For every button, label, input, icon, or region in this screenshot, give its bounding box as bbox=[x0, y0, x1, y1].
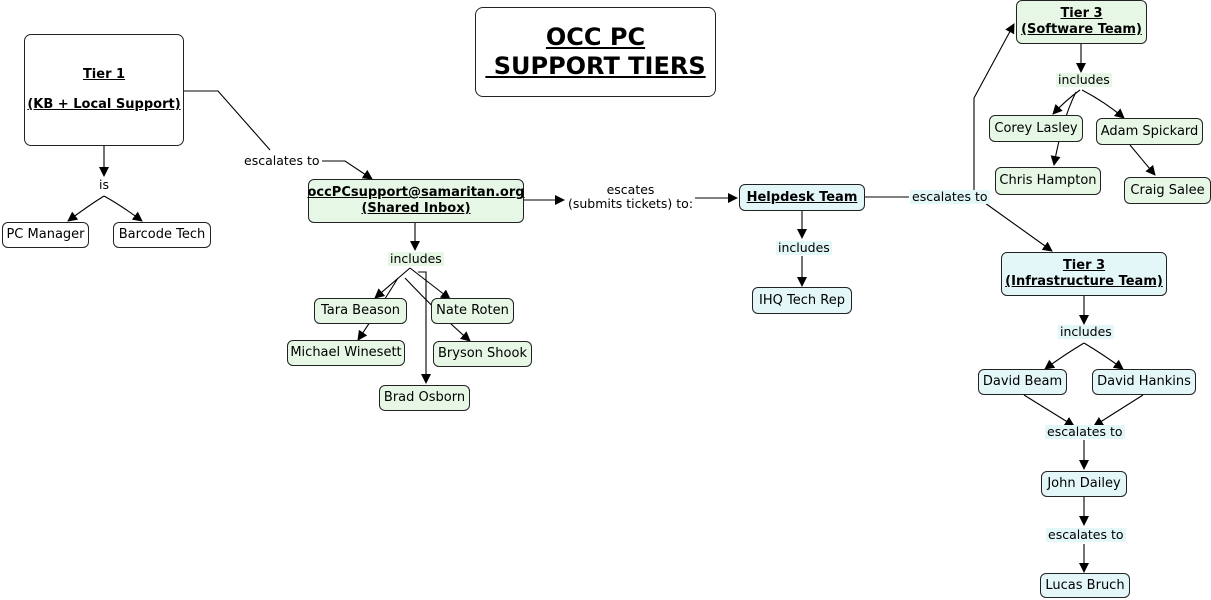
node-nate-roten[interactable]: Nate Roten bbox=[431, 298, 514, 324]
node-adam-spickard[interactable]: Adam Spickard bbox=[1096, 118, 1203, 145]
node-bryson-shook[interactable]: Bryson Shook bbox=[433, 341, 532, 367]
node-craig-salee[interactable]: Craig Salee bbox=[1124, 177, 1211, 204]
shared-inbox-email: occPCsupport@samaritan.org bbox=[307, 185, 525, 200]
tier3-software-node[interactable]: Tier 3 (Software Team) bbox=[1016, 0, 1147, 44]
node-corey-lasley[interactable]: Corey Lasley bbox=[989, 115, 1083, 142]
helpdesk-node[interactable]: Helpdesk Team bbox=[739, 184, 865, 211]
edge-is-pc-manager bbox=[67, 195, 105, 222]
node-david-beam[interactable]: David Beam bbox=[978, 369, 1067, 395]
diagram-title: OCC PC SUPPORT TIERS bbox=[475, 7, 716, 97]
tier1-title: Tier 1 bbox=[82, 67, 126, 82]
node-barcode-tech[interactable]: Barcode Tech bbox=[113, 222, 211, 248]
node-michael-winesett[interactable]: Michael Winesett bbox=[287, 340, 405, 366]
label-helpdesk-escalates: escalates to bbox=[910, 189, 990, 204]
label-helpdesk-includes: includes bbox=[776, 240, 832, 255]
edge-is-barcode-tech bbox=[103, 195, 143, 222]
tier1-node[interactable]: Tier 1 (KB + Local Support) bbox=[24, 34, 184, 146]
label-software-includes: includes bbox=[1056, 72, 1112, 87]
label-infra-escalates-1: escalates to bbox=[1045, 424, 1125, 439]
node-chris-hampton[interactable]: Chris Hampton bbox=[995, 167, 1101, 195]
edge-escalates-inbox bbox=[318, 160, 373, 180]
node-tara-beason[interactable]: Tara Beason bbox=[314, 298, 407, 324]
label-infra-escalates-2: escalates to bbox=[1046, 527, 1126, 542]
label-escates: escates (submits tickets) to: bbox=[566, 182, 696, 211]
label-is: is bbox=[97, 177, 111, 192]
edge-tier1-escalates bbox=[184, 90, 271, 151]
node-john-dailey[interactable]: John Dailey bbox=[1041, 471, 1127, 497]
title-line2: SUPPORT TIERS bbox=[485, 52, 706, 80]
title-line1: OCC PC bbox=[545, 23, 646, 51]
tier1-subtitle: (KB + Local Support) bbox=[27, 97, 181, 112]
shared-inbox-subtitle: (Shared Inbox) bbox=[361, 201, 471, 216]
label-infra-includes: includes bbox=[1058, 324, 1114, 339]
label-tier1-escalates: escalates to bbox=[242, 153, 322, 168]
node-brad-osborn[interactable]: Brad Osborn bbox=[379, 385, 470, 411]
shared-inbox-node[interactable]: occPCsupport@samaritan.org (Shared Inbox… bbox=[307, 179, 525, 223]
node-ihq-tech-rep[interactable]: IHQ Tech Rep bbox=[752, 287, 852, 314]
label-inbox-includes: includes bbox=[388, 251, 444, 266]
node-pc-manager[interactable]: PC Manager bbox=[2, 222, 89, 248]
node-david-hankins[interactable]: David Hankins bbox=[1092, 369, 1196, 395]
tier3-infrastructure-node[interactable]: Tier 3 (Infrastructure Team) bbox=[1001, 252, 1167, 296]
node-lucas-bruch[interactable]: Lucas Bruch bbox=[1040, 573, 1130, 598]
